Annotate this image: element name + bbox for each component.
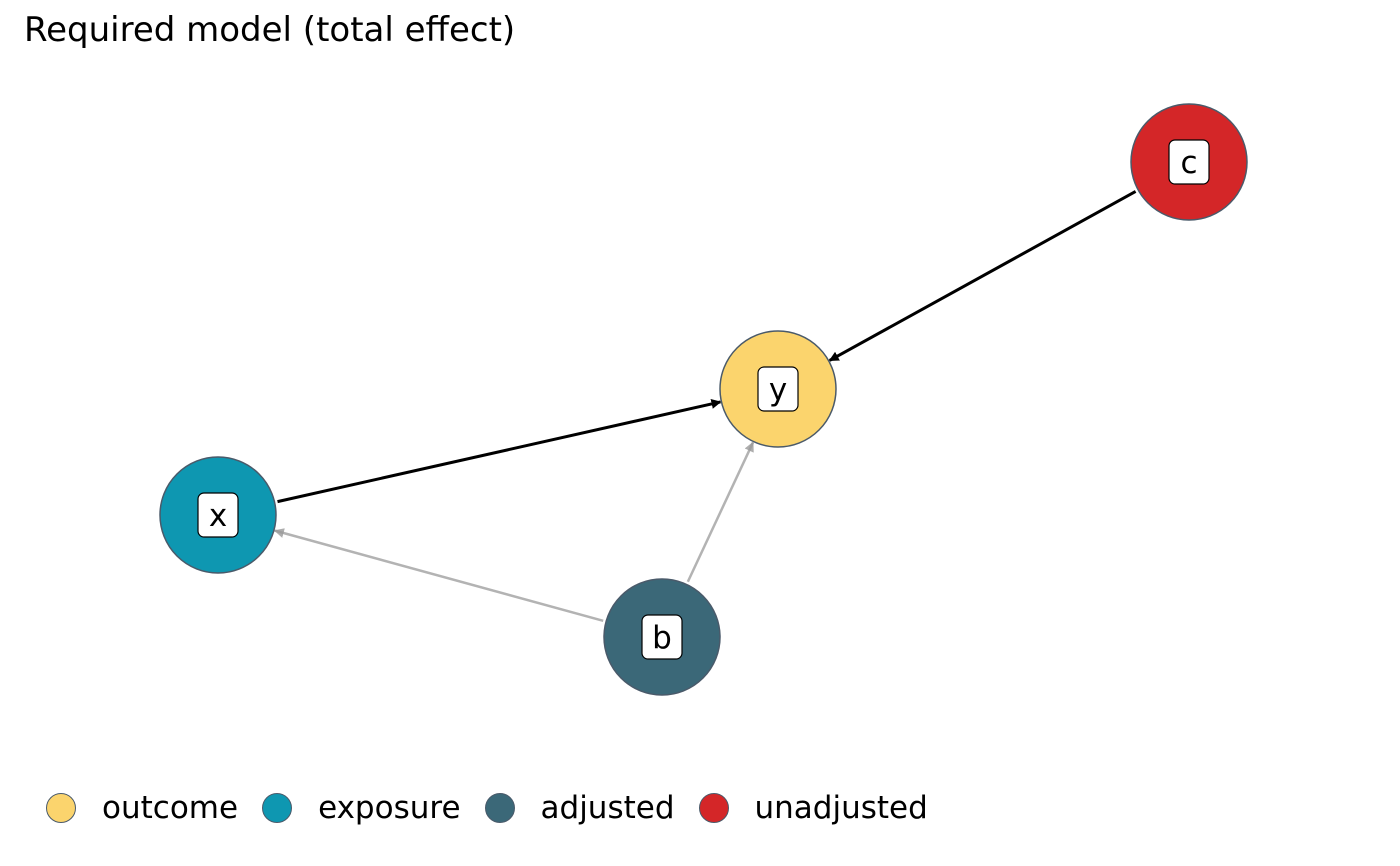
- node-label: x: [209, 498, 227, 534]
- node-label: y: [769, 372, 787, 408]
- node-label: b: [652, 620, 672, 656]
- node-y: y: [719, 330, 837, 448]
- node-b: b: [603, 578, 721, 696]
- outcome-swatch-icon: [46, 793, 76, 823]
- legend-item-adjusted: adjusted: [484, 790, 675, 826]
- node-label-box: [641, 614, 683, 660]
- node-label-box: [197, 492, 239, 538]
- legend-label: outcome: [102, 790, 239, 826]
- legend-item-unadjusted: unadjusted: [698, 790, 928, 826]
- node-label-box: [1168, 139, 1210, 185]
- legend-label: exposure: [318, 790, 461, 826]
- edge-c-to-y: [828, 190, 1137, 362]
- legend-item-exposure: exposure: [262, 790, 461, 826]
- node-x: x: [159, 456, 277, 574]
- unadjusted-swatch-icon: [698, 793, 729, 823]
- legend-label: unadjusted: [754, 790, 928, 826]
- adjusted-swatch-icon: [484, 793, 515, 823]
- node-c: c: [1130, 103, 1248, 221]
- legend-item-outcome: outcome: [46, 790, 238, 826]
- legend: outcome exposure adjusted unadjusted: [46, 790, 952, 826]
- plot-title: Required model (total effect): [24, 10, 516, 50]
- edge-b-to-x: [273, 528, 604, 623]
- node-label-box: [757, 366, 799, 412]
- edge-x-to-y: [277, 399, 722, 504]
- node-label: c: [1180, 145, 1197, 181]
- edge-b-to-y: [686, 441, 755, 583]
- legend-label: adjusted: [540, 790, 675, 826]
- exposure-swatch-icon: [262, 793, 293, 823]
